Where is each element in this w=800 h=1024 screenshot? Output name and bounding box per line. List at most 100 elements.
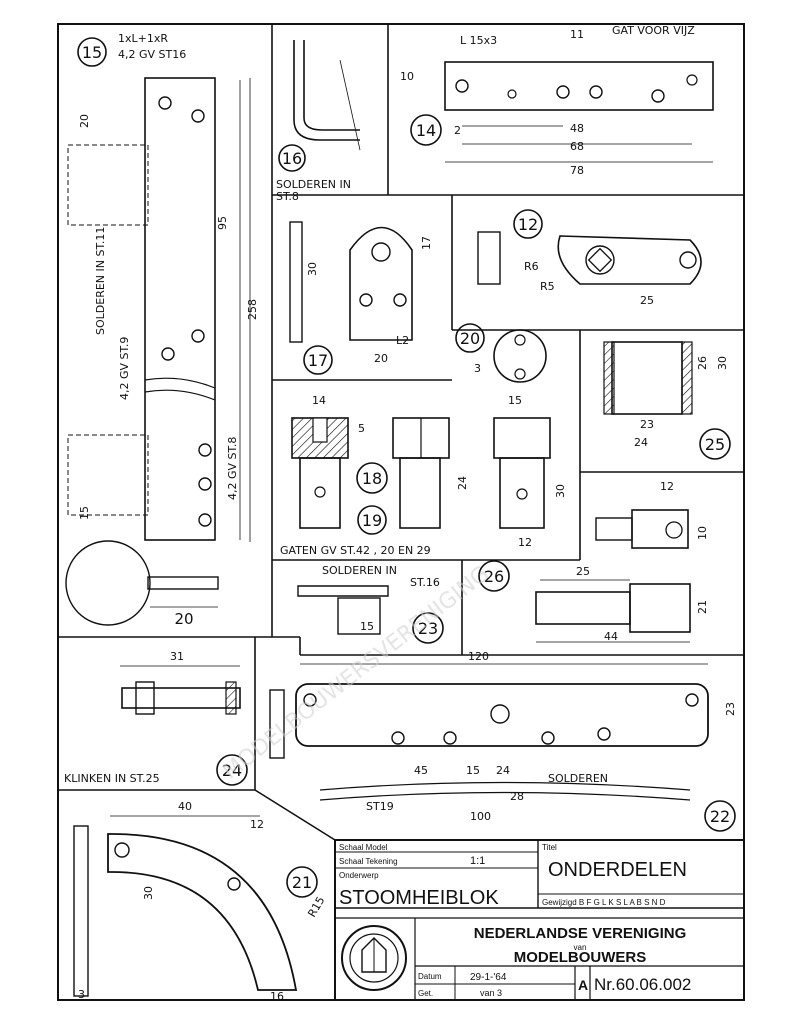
dimension-label: 4,2 GV ST.8 [226, 437, 239, 500]
dimension-label: 15 [466, 764, 480, 777]
dimension-label: 23 [724, 702, 737, 716]
dimension-label: 31 [170, 650, 184, 663]
dimension-label: ST.8 [276, 190, 299, 203]
panel-grid [58, 24, 744, 841]
dimension-label: Get. [418, 989, 433, 998]
association-logo [341, 925, 407, 991]
dimension-label: 24 [634, 436, 648, 449]
dimension-label: 1xL+1xR [118, 32, 168, 45]
dimension-label: 20 [78, 114, 91, 128]
part-24-number: 24 [222, 761, 242, 780]
dimension-label: 21 [696, 600, 709, 614]
dimension-label: 258 [246, 299, 259, 320]
dimension-label: GAT VOOR VIJZ [612, 24, 695, 37]
dimension-label: 10 [400, 70, 414, 83]
dimension-label: van [574, 943, 587, 952]
part-25: 26 30 23 24 25 [603, 341, 731, 460]
dimension-label: 68 [570, 140, 584, 153]
dimension-label: 12 [250, 818, 264, 831]
part-15-number: 15 [82, 43, 102, 62]
dimension-label: 1:1 [470, 855, 485, 867]
dimension-label: Gewijzigd B F G L K S L A B S N D [542, 898, 666, 907]
part-26-number: 26 [484, 567, 504, 586]
dimension-label: KLINKEN IN ST.25 [64, 772, 160, 785]
dimension-label: 12 [660, 480, 674, 493]
dimension-label: van 3 [480, 988, 502, 998]
part-14-number: 14 [416, 121, 436, 140]
dimension-label: ST19 [366, 800, 394, 813]
part-14: L 15x3 11 GAT VOOR VIJZ 10 2 48 68 78 14 [400, 24, 714, 177]
part-22: 120 23 45 15 24 28 100 ST19 SOLDEREN 22 [269, 650, 737, 832]
dimension-label: 15 [360, 620, 374, 633]
drawing-number: Nr.60.06.002 [594, 975, 691, 994]
dimension-label: 14 [312, 394, 326, 407]
part-19: 24 30 12 19 GATEN GV ST.42 , 20 EN 29 [280, 417, 567, 557]
part-23: SOLDEREN IN ST.16 15 23 [297, 564, 444, 644]
dimension-label: 4,2 GV ST.9 [118, 337, 131, 400]
dimension-label: R5 [540, 280, 555, 293]
dimension-label: 48 [570, 122, 584, 135]
part-16-number: 16 [282, 149, 302, 168]
dimension-label: Titel [542, 843, 557, 852]
dimension-label: R15 [305, 894, 327, 919]
part-26: 12 10 25 44 21 26 [478, 480, 709, 643]
dimension-label: 28 [510, 790, 524, 803]
dimension-label: 78 [570, 164, 584, 177]
dimension-label: MODELBOUWERS [514, 949, 647, 966]
part-23-number: 23 [418, 619, 438, 638]
part-18: 14 5 18 [291, 394, 388, 529]
dimension-label: 10 [696, 526, 709, 540]
dimension-label: 45 [414, 764, 428, 777]
dimension-label: Schaal Tekening [339, 857, 398, 866]
dimension-label: NEDERLANDSE VERENIGING [474, 925, 687, 942]
dimension-label: 95 [216, 216, 229, 230]
dimension-label: L2 [396, 334, 409, 347]
part-16: 16 SOLDEREN IN ST.8 [276, 40, 361, 203]
dimension-label: 20 [174, 610, 193, 628]
subject-text: STOOMHEIBLOK [339, 887, 499, 909]
part-17-number: 17 [308, 351, 328, 370]
dimension-label: 30 [306, 262, 319, 276]
dimension-label: SOLDEREN [548, 772, 608, 785]
dimension-label: 11 [570, 28, 584, 41]
part-15: 15 1xL+1xR 4,2 GV ST16 SOLDEREN IN ST.11… [65, 32, 259, 628]
dimension-label: 12 [518, 536, 532, 549]
dimension-label: 30 [716, 356, 729, 370]
dimension-label: ST.16 [410, 576, 440, 589]
dimension-label: 24 [456, 476, 469, 490]
dimension-label: R6 [524, 260, 539, 273]
dimension-label: 30 [142, 886, 155, 900]
dimension-label: SOLDEREN IN [322, 564, 397, 577]
dimension-label: 25 [576, 565, 590, 578]
watermark: MODELBOUWERSVERENIGING [218, 562, 494, 785]
title-text: ONDERDELEN [548, 859, 687, 881]
dimension-label: 2 [454, 124, 461, 137]
part-12-number: 12 [518, 215, 538, 234]
dimension-label: SOLDEREN IN ST.11 [94, 227, 107, 335]
part-22-number: 22 [710, 807, 730, 826]
dimension-label: 4,2 GV ST16 [118, 48, 186, 61]
dimension-label: 120 [468, 650, 489, 663]
dimension-label: 30 [554, 484, 567, 498]
part-20: 20 15 3 [455, 323, 547, 407]
dimension-label: 24 [496, 764, 510, 777]
dimension-label: 44 [604, 630, 618, 643]
dimension-label: 29-1-'64 [470, 972, 507, 983]
part-18-number: 18 [362, 469, 382, 488]
dimension-label: 3 [474, 362, 481, 375]
dimension-label: A [578, 977, 588, 993]
dimension-label: Schaal Model [339, 843, 388, 852]
holes-note: GATEN GV ST.42 , 20 EN 29 [280, 544, 431, 557]
part-19-number: 19 [362, 511, 382, 530]
dimension-label: 17 [420, 236, 433, 250]
dimension-label: Onderwerp [339, 871, 379, 880]
dimension-label: Datum [418, 972, 442, 981]
part-21: 40 12 30 R15 16 3 21 [73, 800, 327, 1003]
dimension-label: 5 [358, 422, 365, 435]
dimension-label: 20 [374, 352, 388, 365]
part-20-number: 20 [460, 329, 480, 348]
dimension-label: 40 [178, 800, 192, 813]
dimension-label: 25 [640, 294, 654, 307]
dimension-label: 100 [470, 810, 491, 823]
